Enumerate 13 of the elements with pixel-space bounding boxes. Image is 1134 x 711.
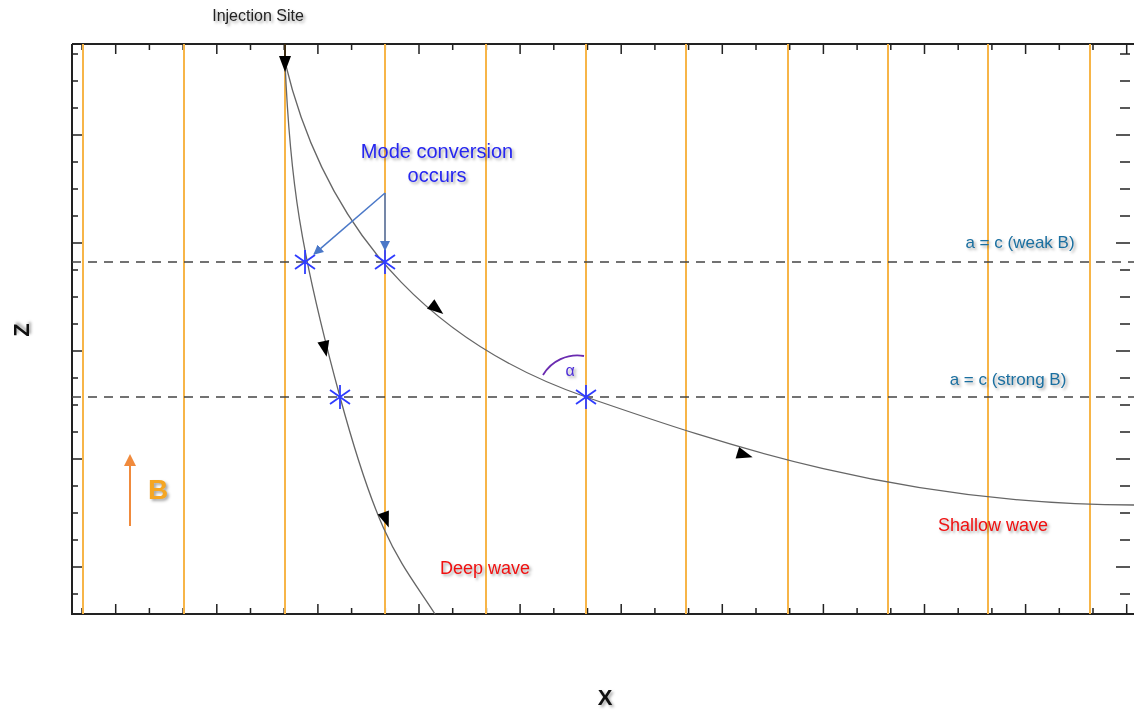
wave-label: Deep wave	[439, 557, 531, 579]
conversion-point-mark	[329, 384, 351, 410]
leader-line	[380, 192, 390, 251]
conversion-point-mark	[374, 249, 396, 275]
axis-label: Z	[9, 323, 35, 337]
angle-label: α	[565, 362, 575, 380]
conversion-point-mark	[575, 384, 597, 410]
site-label: Injection Site	[212, 7, 304, 25]
field-label: B	[147, 474, 169, 506]
level-label: a = c (strong B)	[949, 370, 1067, 390]
leader-line	[313, 192, 386, 255]
axis-label: X	[597, 685, 613, 711]
conversion-point-mark	[294, 249, 316, 275]
